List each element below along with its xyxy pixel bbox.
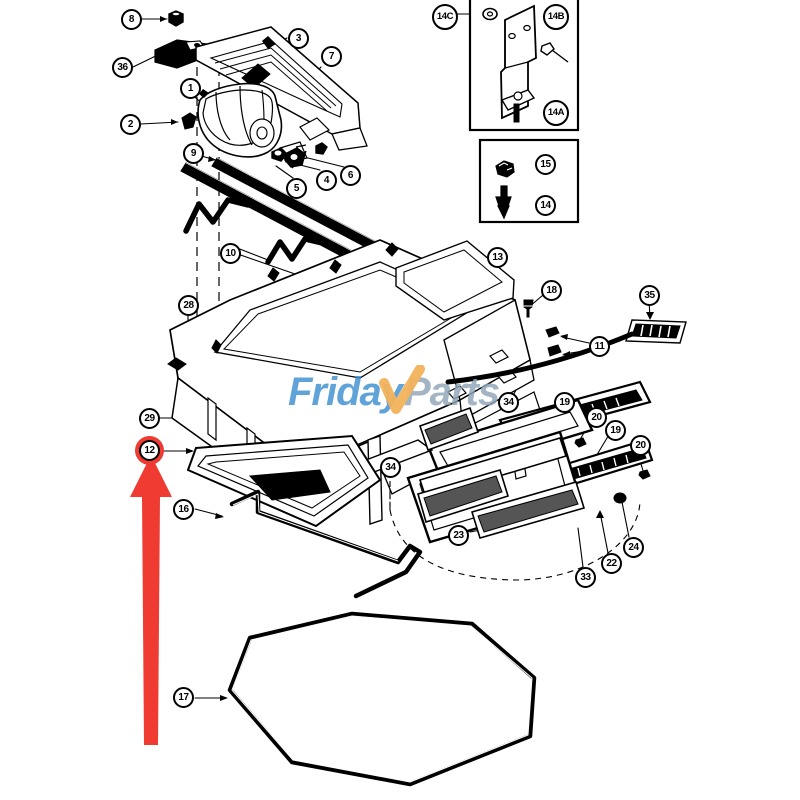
callout-6[interactable]: 6 [340, 165, 361, 186]
callout-34[interactable]: 34 [380, 457, 401, 478]
callout-2[interactable]: 2 [120, 114, 141, 135]
callout-14[interactable]: 14 [535, 195, 556, 216]
part-2-clip [181, 112, 197, 130]
callout-7[interactable]: 7 [321, 46, 342, 67]
callout-20[interactable]: 20 [630, 435, 651, 456]
callout-22[interactable]: 22 [601, 553, 622, 574]
part-35-grille [625, 319, 687, 344]
part-18-screw [523, 299, 534, 318]
callout-28[interactable]: 28 [178, 295, 199, 316]
part-4-5-6-fasteners [271, 142, 328, 169]
callout-12[interactable]: 12 [139, 440, 160, 461]
callout-23[interactable]: 23 [448, 525, 469, 546]
callout-14C[interactable]: 14C [432, 4, 458, 30]
part-12-duct-seal [186, 434, 382, 528]
callout-13[interactable]: 13 [487, 247, 508, 268]
callout-20[interactable]: 20 [586, 407, 607, 428]
callout-3[interactable]: 3 [288, 28, 309, 49]
callout-4[interactable]: 4 [316, 170, 337, 191]
part-16-seal-highlight [232, 493, 399, 562]
part-8-nut [168, 10, 184, 27]
callout-19[interactable]: 19 [605, 420, 626, 441]
fastener-inset-box [478, 138, 580, 224]
leader-22 [599, 511, 609, 554]
callout-24[interactable]: 24 [623, 537, 644, 558]
part-24-nut [613, 492, 627, 504]
callout-14B[interactable]: 14B [543, 4, 569, 30]
callout-11[interactable]: 11 [589, 336, 610, 357]
part-13-roof-housing [167, 239, 541, 525]
part-7-cover-plate [195, 26, 368, 163]
callout-19[interactable]: 19 [554, 392, 575, 413]
callout-14A[interactable]: 14A [543, 100, 569, 126]
leader-24 [621, 501, 630, 538]
red-highlight-arrow [130, 455, 172, 745]
grille-bank [286, 380, 654, 581]
callout-33[interactable]: 33 [575, 567, 596, 588]
callout-36[interactable]: 36 [112, 57, 133, 78]
callout-34[interactable]: 34 [498, 392, 519, 413]
part-23-screen-c [418, 406, 480, 452]
part-20-nuts [574, 437, 651, 480]
part-17-gasket-inner [231, 615, 533, 783]
part-33-screen [470, 481, 586, 539]
callout-18[interactable]: 18 [541, 280, 562, 301]
callout-1[interactable]: 1 [180, 78, 201, 99]
callout-9[interactable]: 9 [183, 143, 204, 164]
callout-10[interactable]: 10 [220, 243, 241, 264]
callout-8[interactable]: 8 [121, 9, 142, 30]
part-1-blower-housing [197, 82, 283, 158]
callout-5[interactable]: 5 [286, 178, 307, 199]
leader-10b [231, 251, 296, 275]
callout-35[interactable]: 35 [639, 285, 660, 306]
part-15-clip [495, 160, 515, 178]
leader-33 [577, 527, 584, 568]
callout-15[interactable]: 15 [535, 154, 556, 175]
part-34-frame [426, 398, 594, 478]
part-23-screen-b [417, 469, 509, 524]
part-11-clips [545, 326, 562, 357]
callout-16[interactable]: 16 [173, 499, 194, 520]
callout-17[interactable]: 17 [173, 687, 194, 708]
callout-29[interactable]: 29 [139, 408, 160, 429]
leader-5 [275, 165, 294, 179]
part-10-bent-rods [183, 197, 325, 265]
part-17-gasket [227, 611, 537, 787]
part-14-push-pin [495, 185, 512, 220]
